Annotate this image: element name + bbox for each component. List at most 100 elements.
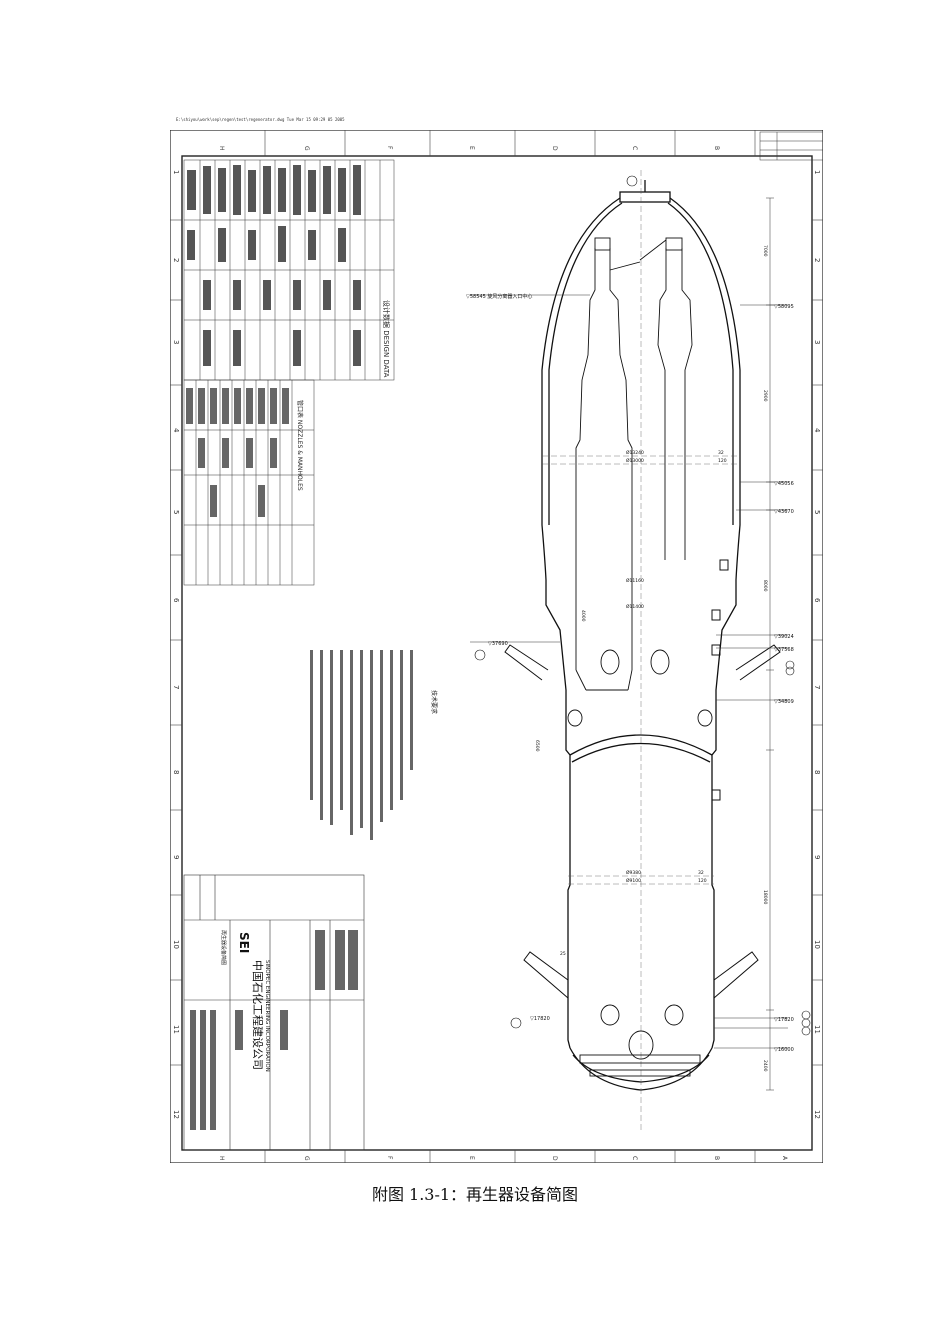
row-number: 10 (172, 940, 180, 949)
elevation-label: ▽58545 旋风分离器入口中心 (466, 293, 532, 300)
design-data-title: 设计数据 DESIGN DATA (382, 300, 391, 378)
design-data-table (183, 159, 395, 381)
elevation-label: ▽17820 (530, 1016, 550, 1022)
row-number: 8 (172, 770, 180, 774)
row-number: 10 (813, 940, 821, 949)
zone-letter: G (303, 1156, 310, 1161)
center-lines (542, 170, 740, 1130)
row-number: 3 (172, 340, 180, 344)
elevation-label: ▽16000 (774, 1047, 794, 1053)
dimension-chain (470, 197, 788, 1091)
zone-letter: D (551, 146, 558, 151)
zone-letter: H (218, 1156, 225, 1161)
elevation-label: ▽39024 (774, 634, 794, 640)
company-name-cn: 中国石化工程建设公司 (251, 960, 265, 1070)
elevation-label: ▽17820 (774, 1017, 794, 1023)
row-number: 9 (172, 855, 180, 859)
diameter-label: Ø11400 (626, 603, 644, 610)
row-number: 2 (172, 258, 180, 262)
row-number: 4 (813, 428, 821, 433)
row-number: 4 (172, 428, 180, 433)
dimension-values: 7000 32 120 2900 8000 32 120 18000 2400 … (534, 245, 768, 1072)
dimension-value: 4000 (580, 610, 586, 622)
nozzle-balloons (474, 175, 811, 1036)
zone-letter: C (631, 1156, 638, 1160)
diameter-label: Ø11160 (626, 577, 644, 584)
row-number: 11 (813, 1025, 821, 1034)
zone-dividers (170, 130, 823, 1163)
row-number: 3 (813, 340, 821, 344)
cyclones (575, 237, 693, 691)
dimension-value: 2900 (762, 390, 768, 402)
figure-caption: 附图 1.3-1：再生器设备简图 (371, 1185, 579, 1204)
diameter-label: Ø9100 (626, 877, 641, 884)
row-number: 9 (813, 855, 821, 859)
elevation-labels: ▽58545 旋风分离器入口中心 ▽58095 ▽45056 ▽43670 ▽3… (466, 293, 794, 1053)
distributor-rings (579, 1054, 701, 1077)
elevation-label: ▽34809 (774, 699, 794, 705)
row-number: 12 (172, 1110, 180, 1119)
design-data-scribbles (187, 165, 361, 366)
row-number: 11 (172, 1025, 180, 1034)
dimension-value: 120 (698, 878, 707, 884)
row-number: 7 (172, 685, 180, 689)
elevation-label: ▽37568 (774, 647, 794, 653)
elevation-label: ▽37690 (488, 641, 508, 647)
side-nozzles (504, 559, 781, 999)
row-number: 12 (813, 1110, 821, 1119)
company-logo: SEI (237, 932, 251, 953)
diameter-label: Ø9380 (626, 869, 641, 876)
dimension-value: 6500 (534, 740, 540, 752)
regenerator-drawing: H G F E D C B H G F E D C B A 1 2 3 4 5 … (170, 130, 823, 1163)
drawing-frame (181, 155, 813, 1151)
diameter-label: Ø13000 (626, 457, 644, 464)
row-number: 6 (172, 598, 180, 603)
zone-letter: B (713, 1156, 720, 1160)
nozzle-table-title: 管口表 NOZZLES & MANHOLES (296, 400, 304, 491)
zone-letter: H (218, 146, 225, 151)
dimension-value: 2400 (762, 1060, 768, 1072)
elevation-label: ▽45056 (774, 481, 794, 487)
company-name-en: SINOPEC ENGINEERING INCORPORATION (264, 960, 270, 1072)
dimension-value: 120 (718, 458, 727, 464)
zone-letter: F (386, 146, 393, 150)
zone-letter: C (631, 146, 638, 150)
row-number: 5 (813, 510, 821, 514)
row-number: 2 (813, 258, 821, 262)
diameter-labels: Ø13240 Ø13000 Ø11160 Ø11400 Ø9380 Ø9100 (626, 449, 644, 884)
zone-letter: D (551, 1156, 558, 1161)
row-number: 5 (172, 510, 180, 514)
nozzle-table (183, 379, 315, 586)
manholes (567, 649, 713, 1060)
row-number: 6 (813, 598, 821, 603)
row-numbers: 1 2 3 4 5 6 7 8 9 10 11 12 1 2 3 4 5 6 7… (172, 170, 821, 1119)
zone-letter: B (713, 146, 720, 150)
diameter-label: Ø13240 (626, 449, 644, 456)
dimension-value: 32 (698, 870, 704, 876)
tech-requirements-notes (310, 650, 413, 840)
dimension-value: 18000 (762, 890, 768, 904)
drawing-title: 再生器设备简图 (220, 930, 227, 965)
row-number: 1 (172, 170, 180, 174)
row-number: 8 (813, 770, 821, 774)
dimension-value: 32 (718, 450, 724, 456)
drawing-file-path: E:\shiyou\work\sep\regen\test\regenerato… (176, 117, 345, 122)
zone-letter: F (386, 1156, 393, 1160)
zone-letter: E (468, 1156, 475, 1160)
elevation-label: ▽58095 (774, 304, 794, 310)
nozzle-table-scribbles (186, 388, 289, 517)
elevation-label: ▽43670 (774, 509, 794, 515)
zone-letter: G (303, 146, 310, 151)
dimension-value: 25 (560, 951, 566, 957)
dimension-value: 8000 (762, 580, 768, 592)
row-number: 1 (813, 170, 821, 174)
approval-stamp (759, 131, 823, 161)
title-block (183, 874, 365, 1151)
tech-requirements-title: 技术要求 (430, 690, 438, 714)
zone-letter: E (468, 146, 475, 150)
title-block-scribbles (190, 930, 358, 1130)
row-number: 7 (813, 685, 821, 689)
zone-letters: H G F E D C B H G F E D C B A (218, 146, 788, 1161)
dimension-value: 7000 (762, 245, 768, 257)
zone-letter: A (781, 1156, 788, 1161)
